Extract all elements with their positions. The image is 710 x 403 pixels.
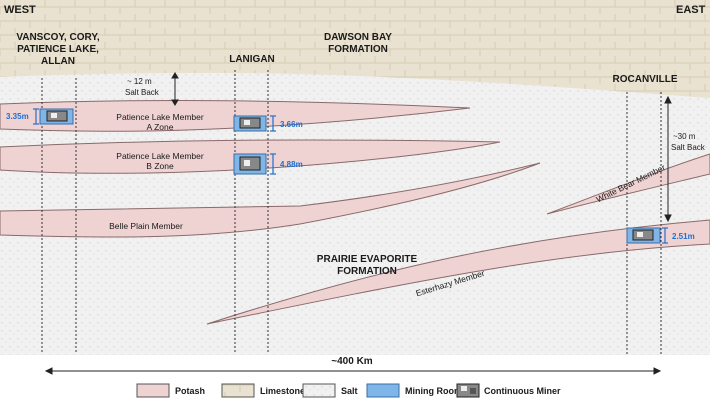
mining-room-west: [39, 108, 74, 125]
svg-text:B Zone: B Zone: [146, 161, 174, 171]
dawson-bay-label: DAWSON BAY FORMATION: [324, 32, 392, 55]
legend-potash: Potash: [175, 386, 205, 396]
legend: Potash Limestone Salt Mining Room Contin…: [136, 383, 561, 398]
east-label: EAST: [676, 4, 706, 16]
svg-text:~ 12 m: ~ 12 m: [127, 77, 152, 86]
salt-back-arrow-west: [171, 72, 179, 106]
belle-plain-label: Belle Plain Member: [109, 221, 183, 231]
white-bear-bed: [546, 153, 710, 215]
legend-potash-swatch: [136, 383, 170, 398]
legend-continuous-miner-icon: [456, 383, 480, 398]
mining-room-lanigan-a: [233, 115, 267, 132]
svg-text:Salt Back: Salt Back: [125, 88, 160, 97]
legend-limestone-swatch: [221, 383, 255, 398]
vanscoy-label: VANSCOY, CORY, PATIENCE LAKE, ALLAN: [16, 32, 100, 67]
svg-text:ALLAN: ALLAN: [41, 56, 75, 67]
west-label: WEST: [4, 4, 36, 16]
prairie-evaporite-label: PRAIRIE EVAPORITE FORMATION: [317, 254, 418, 277]
distance-arrow: [44, 367, 662, 375]
thickness-rocanville: 2.51m: [672, 232, 695, 241]
thickness-west: 3.35m: [6, 112, 29, 121]
rocanville-label: ROCANVILLE: [613, 74, 678, 85]
patience-b-label: Patience Lake Member B Zone: [116, 151, 204, 171]
thickness-lanigan-a: 3.66m: [280, 120, 303, 129]
svg-text:FORMATION: FORMATION: [328, 44, 388, 55]
svg-text:Patience Lake Member: Patience Lake Member: [116, 151, 204, 161]
patience-a-label: Patience Lake Member A Zone: [116, 112, 204, 132]
svg-text:Salt Back: Salt Back: [671, 143, 706, 152]
salt-back-arrow-east: [664, 95, 672, 223]
salt-back-west-label: ~ 12 m Salt Back: [125, 77, 160, 97]
svg-text:DAWSON BAY: DAWSON BAY: [324, 32, 392, 43]
belle-plain-bed: [0, 162, 541, 238]
legend-salt: Salt: [341, 386, 358, 396]
svg-text:FORMATION: FORMATION: [337, 266, 397, 277]
lanigan-label: LANIGAN: [229, 54, 275, 65]
mining-room-lanigan-b: [233, 153, 267, 175]
esterhazy-bed: [206, 219, 710, 325]
svg-text:PATIENCE LAKE,: PATIENCE LAKE,: [17, 44, 99, 55]
legend-salt-swatch: [302, 383, 336, 398]
mining-room-rocanville: [626, 227, 661, 244]
svg-text:Patience Lake Member: Patience Lake Member: [116, 112, 204, 122]
salt-back-east-label: ~30 m Salt Back: [671, 132, 706, 152]
legend-mining-room: Mining Room: [405, 386, 462, 396]
legend-continuous-miner: Continuous Miner: [484, 386, 561, 396]
svg-text:VANSCOY, CORY,: VANSCOY, CORY,: [16, 32, 100, 43]
thickness-lanigan-b: 4.88m: [280, 160, 303, 169]
legend-limestone: Limestone: [260, 386, 305, 396]
svg-text:~30 m: ~30 m: [673, 132, 696, 141]
limestone-layer: [0, 0, 710, 98]
svg-text:PRAIRIE EVAPORITE: PRAIRIE EVAPORITE: [317, 254, 418, 265]
thickness-marks: [33, 108, 668, 244]
legend-mining-room-swatch: [366, 383, 400, 398]
svg-text:A Zone: A Zone: [147, 122, 174, 132]
distance-label: ~400 Km: [331, 356, 373, 367]
